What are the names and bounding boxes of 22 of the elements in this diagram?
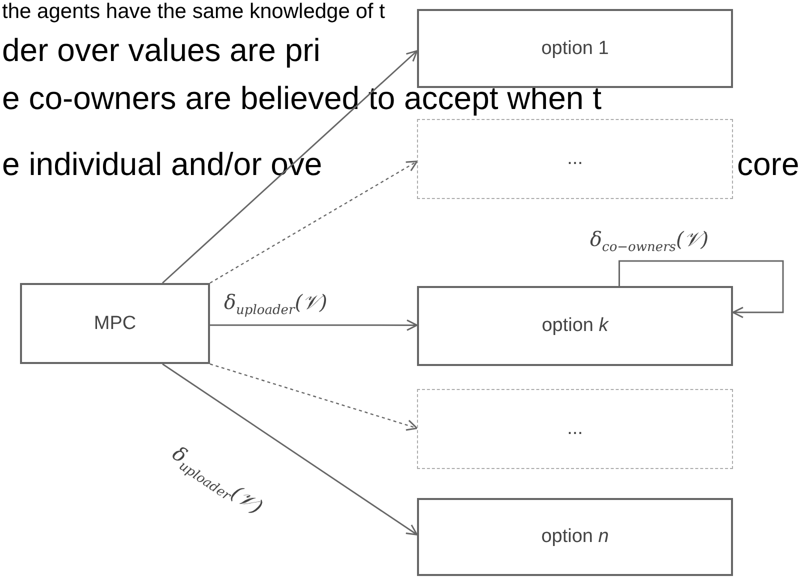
arrow xyxy=(162,363,418,536)
node-label: option n xyxy=(541,526,609,548)
arrow xyxy=(210,363,418,431)
slide-text: core xyxy=(737,146,800,182)
slide-text: the agents have the same knowledge of t xyxy=(2,0,385,25)
slide-text: e co-owners are believed to accept when t xyxy=(2,80,602,116)
arrow xyxy=(162,50,418,284)
option-box xyxy=(417,498,733,576)
placeholder-box xyxy=(417,389,733,469)
node-label: option k xyxy=(542,315,608,337)
option-box xyxy=(417,286,733,366)
arrow xyxy=(618,260,784,318)
process-box xyxy=(20,283,210,364)
node-label: MPC xyxy=(94,312,136,334)
node-label: option 1 xyxy=(541,38,609,60)
placeholder-box xyxy=(417,119,733,199)
arrow xyxy=(210,160,418,284)
node-label: ... xyxy=(567,418,583,440)
arrow xyxy=(210,319,418,331)
option-box xyxy=(417,9,733,88)
slide-text: der over values are pri xyxy=(2,32,320,68)
node-label: ... xyxy=(567,148,583,170)
